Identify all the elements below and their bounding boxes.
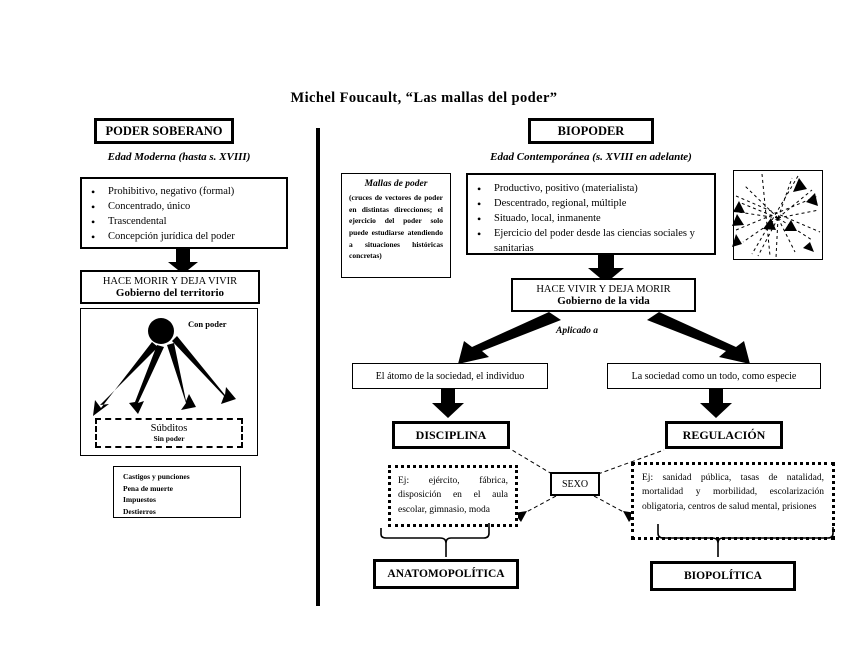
branch-especie-box: La sociedad como un todo, como especie [607,363,821,389]
branch-individuo-box: El átomo de la sociedad, el individuo [352,363,548,389]
list-item: Impuestos [123,495,156,505]
list-item: Situado, local, inmanente [477,211,708,228]
biopoder-features-box: Productivo, positivo (materialista) Desc… [466,173,716,255]
list-item: Productivo, positivo (materialista) [477,181,708,198]
castigos-examples-box: Castigos y punciones Pena de muerte Impu… [113,466,241,518]
hace-vivir-line1: HACE VIVIR Y DEJA MORIR [536,283,671,295]
poder-soberano-features-list: Prohibitivo, negativo (formal) Concentra… [82,184,282,246]
subditos-label: Súbditos [150,423,188,434]
list-item: Destierros [123,506,156,516]
disciplina-box: DISCIPLINA [392,421,510,449]
regulacion-box: REGULACIÓN [665,421,783,449]
list-item: Concepción jurídica del poder [91,229,282,246]
hace-vivir-line2: Gobierno de la vida [557,294,650,307]
biopolitica-box: BIOPOLÍTICA [650,561,796,591]
hace-vivir-box: HACE VIVIR Y DEJA MORIR Gobierno de la v… [511,278,696,312]
aplicado-a-label: Aplicado a [556,326,598,336]
regulacion-examples-text: Ej: sanidad pública, tasas de natalidad,… [642,473,824,512]
con-poder-label: Con poder [188,319,227,329]
poder-soberano-subtitle: Edad Moderna (hasta s. XVIII) [107,151,251,163]
mallas-title: Mallas de poder [364,179,428,189]
subditos-box: Súbditos Sin poder [95,418,243,448]
list-item: Castigos y punciones [123,472,190,481]
list-item: Descentrado, regional, múltiple [477,196,708,213]
disciplina-examples-text: Ej: ejército, fábrica, disposición en el… [398,476,508,515]
list-item: Concentrado, único [91,199,282,216]
regulacion-examples-box: Ej: sanidad pública, tasas de natalidad,… [631,462,835,540]
hace-morir-box: HACE MORIR Y DEJA VIVIR Gobierno del ter… [80,270,260,304]
biopoder-header: BIOPODER [528,118,654,144]
mallas-de-poder-box: Mallas de poder (cruces de vectores de p… [341,173,451,278]
column-divider [316,128,320,606]
poder-soberano-features-box: Prohibitivo, negativo (formal) Concentra… [80,177,288,249]
sexo-box: SEXO [550,472,600,496]
sin-poder-label: Sin poder [153,434,185,443]
list-item: Trascendental [91,214,282,231]
disciplina-examples-box: Ej: ejército, fábrica, disposición en el… [388,465,518,527]
list-item: Prohibitivo, negativo (formal) [91,184,282,201]
anatomopolitica-box: ANATOMOPOLÍTICA [373,559,519,589]
vector-mesh-box [733,170,823,260]
hace-morir-line2: Gobierno del territorio [115,286,225,299]
page-title: Michel Foucault, “Las mallas del poder” [290,90,558,106]
list-item: Pena de muerte [123,483,173,493]
hace-morir-line1: HACE MORIR Y DEJA VIVIR [102,275,238,287]
mallas-body: (cruces de vectores de poder en distinta… [349,193,443,261]
biopoder-subtitle: Edad Contemporánea (s. XVIII en adelante… [490,151,692,163]
biopoder-features-list: Productivo, positivo (materialista) Desc… [468,181,708,257]
poder-soberano-header: PODER SOBERANO [94,118,234,144]
list-item: Ejercicio del poder desde las ciencias s… [477,226,708,257]
